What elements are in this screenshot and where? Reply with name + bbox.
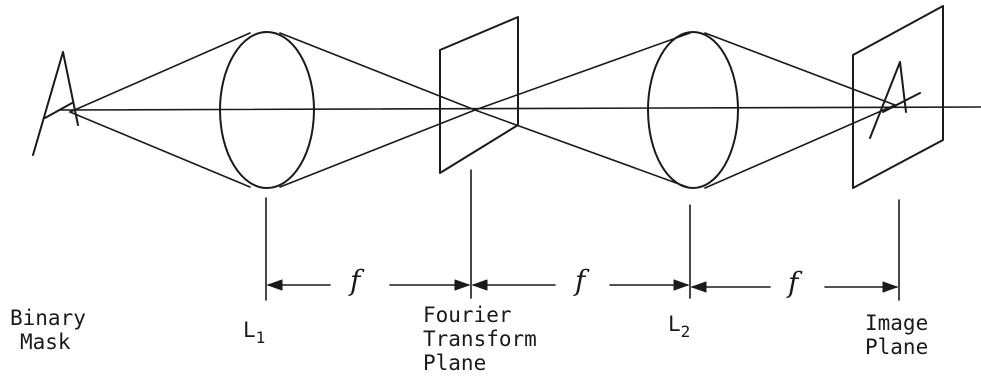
lens-l2 bbox=[647, 31, 739, 189]
ray-l1-to-fourier-top bbox=[279, 32, 476, 111]
ray-fourier-to-l2-top bbox=[474, 32, 691, 111]
dimension-f-2 bbox=[472, 279, 689, 291]
optical-axis bbox=[59, 106, 981, 111]
mask-letter-a bbox=[32, 51, 79, 156]
label-lens-l1: L1 bbox=[243, 318, 266, 347]
lens-l1 bbox=[219, 31, 315, 189]
image-letter-a bbox=[869, 61, 921, 139]
focal-length-label-2: f bbox=[575, 264, 586, 297]
ray-fourier-to-l2-bottom bbox=[474, 109, 691, 189]
focal-length-label-3: f bbox=[788, 266, 799, 299]
dimension-f-1 bbox=[267, 279, 470, 291]
dimension-f-3 bbox=[691, 281, 898, 293]
label-binary-mask: Binary Mask bbox=[10, 306, 86, 354]
image-plane bbox=[852, 5, 944, 189]
ray-l2-to-image-bottom bbox=[704, 104, 896, 189]
focal-length-label-1: f bbox=[350, 264, 361, 297]
ray-mask-to-l1-bottom bbox=[69, 111, 251, 188]
fourier-transform-plane bbox=[439, 16, 519, 174]
label-image-plane: Image Plane bbox=[865, 311, 929, 359]
label-fourier-transform-plane: Fourier Transform Plane bbox=[423, 303, 537, 375]
label-lens-l2: L2 bbox=[668, 312, 691, 341]
ray-l1-to-fourier-bottom bbox=[279, 109, 476, 188]
ray-mask-to-l1-top bbox=[69, 32, 251, 113]
ray-l2-to-image-top bbox=[704, 32, 896, 106]
